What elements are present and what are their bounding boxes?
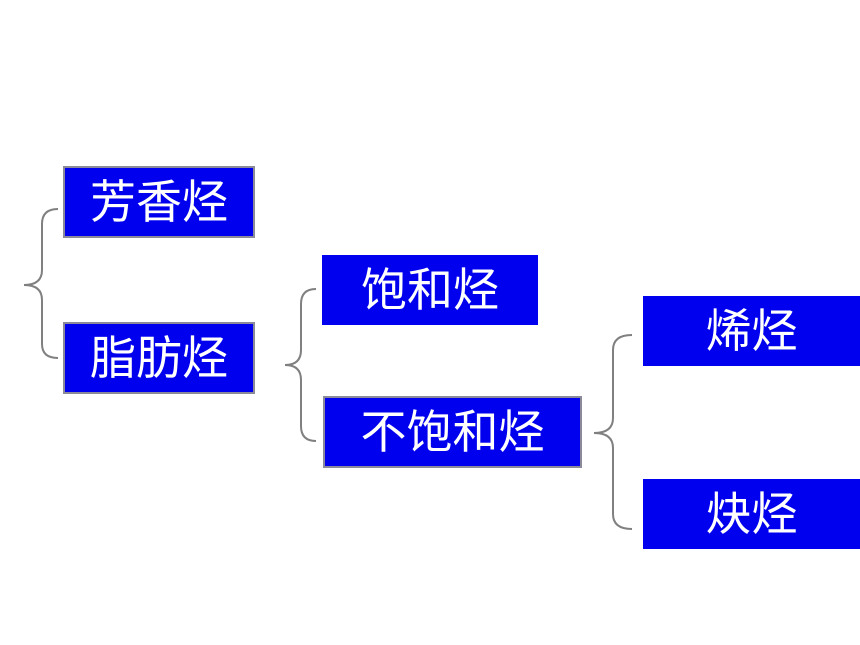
alkyne-box: 炔烃 [643,479,860,549]
hydrocarbon-brace [23,208,59,359]
aromatic-hydrocarbon-box: 芳香烃 [63,166,255,238]
aliphatic-brace [284,288,317,442]
alkene-box: 烯烃 [643,296,860,366]
unsaturated-brace [593,334,633,530]
saturated-hydrocarbon-box: 饱和烃 [322,255,538,325]
aliphatic-hydrocarbon-box: 脂肪烃 [63,322,255,394]
unsaturated-hydrocarbon-box: 不饱和烃 [323,396,582,468]
